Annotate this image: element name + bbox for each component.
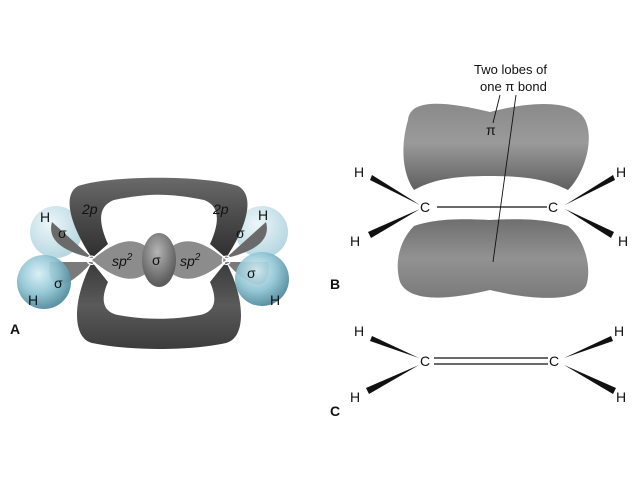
sigma-cc-overlap [142,233,176,287]
sigma-label-lower-right: σ [247,265,256,281]
carbon-label-left: C [420,353,430,369]
sigma-label-upper-right: σ [236,225,245,241]
p-orbital-band-upper [69,177,248,258]
p-orbital-label-right: 2p [212,201,229,217]
sigma-label-cc: σ [152,252,161,268]
p-orbital-label-left: 2p [81,201,98,217]
pi-label: π [486,122,496,138]
hydrogen-label-upper-right: H [258,207,268,223]
sp2-label-right: sp2 [180,252,201,269]
sp2-ch-lobe-upper-right [226,222,267,258]
hydrogen-label-upper-left: H [40,209,50,225]
ch-wedge-lower-right [565,209,614,238]
panel-label-c: C [330,403,340,419]
annotation-line-1: Two lobes of [474,62,547,77]
hydrogen-sphere-lower-right [235,252,289,306]
ch-wedge-upper-left [370,336,419,358]
panel-label-b: B [330,276,340,292]
annotation-leader-upper [492,94,501,124]
annotation-leader-lower [492,94,517,263]
carbon-label-right: C [549,353,559,369]
hydrogen-label-lower-left: H [28,292,38,308]
carbon-label-right: C [221,252,231,268]
hydrogen-label-lower-right: H [616,389,626,405]
carbon-label-left: C [86,252,96,268]
ch-wedge-upper-left [370,175,420,205]
ch-wedge-lower-left [368,209,420,238]
sp2-ch-lobe-upper-left [51,222,92,258]
ch-wedge-lower-left [366,365,419,394]
pi-lobe-upper [403,103,589,190]
sp2-cc-lobe-left [92,241,158,279]
sigma-label-upper-left: σ [58,225,67,241]
carbon-label-right: C [548,199,558,215]
ch-wedge-upper-right [565,175,615,205]
hydrogen-sphere-lower-left [17,255,71,309]
ch-wedge-upper-right [564,336,613,358]
hydrogen-label-lower-left: H [350,233,360,249]
carbon-label-left: C [420,199,430,215]
sigma-label-lower-left: σ [54,275,63,291]
hydrogen-label-upper-left: H [354,164,364,180]
panel-a-orbital-model: H H H H σ σ σ σ σ 2p 2p sp2 sp2 C C A [10,177,289,349]
hydrogen-label-upper-right: H [614,323,624,339]
panel-label-a: A [10,321,20,337]
hydrogen-label-lower-right: H [618,233,628,249]
hydrogen-label-upper-right: H [616,164,626,180]
hydrogen-label-upper-left: H [354,323,364,339]
sp2-label-left: sp2 [112,252,133,269]
panel-c-structural-formula: C C H H H H C [330,323,626,419]
p-orbital-band-lower [77,262,241,349]
hydrogen-label-lower-right: H [270,292,280,308]
sp2-cc-lobe-right [160,241,226,279]
hydrogen-label-lower-left: H [350,389,360,405]
panel-b-pi-bond: Two lobes of one π bond π C C H H H H B [330,62,628,298]
ch-wedge-lower-right [564,365,616,394]
pi-lobe-lower [397,219,589,298]
annotation-line-2: one π bond [480,79,547,94]
